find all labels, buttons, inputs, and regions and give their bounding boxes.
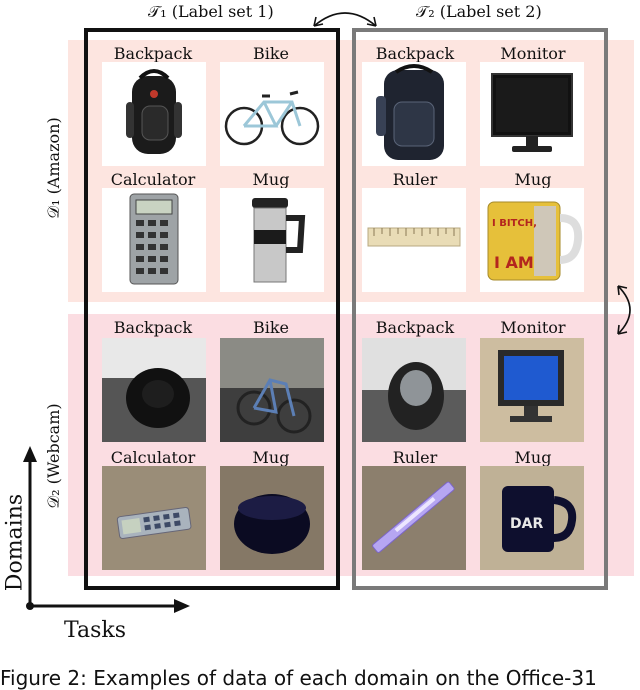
image-webcam-backpack-t2	[362, 338, 466, 442]
webcam-mug-logo: DAR	[510, 516, 543, 532]
label-amazon-calculator: Calculator	[110, 170, 196, 189]
image-amazon-backpack-t1	[102, 62, 206, 166]
image-webcam-ruler	[362, 466, 466, 570]
image-amazon-monitor	[480, 62, 584, 166]
image-amazon-bike	[220, 62, 324, 166]
task-2-box	[352, 28, 608, 590]
mug-print-line2: I AM	[494, 253, 534, 272]
label-webcam-mug-t1: Mug	[252, 448, 290, 467]
domain-1-label: 𝒟₁ (Amazon)	[44, 117, 63, 219]
label-webcam-ruler: Ruler	[392, 448, 438, 467]
task-swap-arrow	[313, 12, 377, 27]
label-amazon-backpack-t2: Backpack	[375, 44, 455, 63]
label-webcam-mug-t2: Mug	[514, 448, 552, 467]
x-axis-label: Tasks	[64, 618, 126, 643]
task-1-box	[84, 28, 340, 590]
label-amazon-backpack-t1: Backpack	[113, 44, 193, 63]
label-webcam-calculator: Calculator	[110, 448, 196, 467]
image-webcam-backpack-t1	[102, 338, 206, 442]
task-1-label: 𝒯₁ (Label set 1)	[148, 2, 274, 21]
label-webcam-backpack-t2: Backpack	[375, 318, 455, 337]
domain-swap-arrow	[617, 285, 631, 335]
image-amazon-travel-mug	[220, 188, 324, 292]
label-amazon-mug-t1: Mug	[252, 170, 290, 189]
label-webcam-monitor: Monitor	[500, 318, 566, 337]
image-webcam-bike	[220, 338, 324, 442]
image-webcam-mug-t2: DAR	[480, 466, 584, 570]
image-webcam-mug-t1	[220, 466, 324, 570]
mug-print-line1: I BITCH,	[492, 218, 537, 229]
label-amazon-bike: Bike	[252, 44, 290, 63]
figure-caption: Figure 2: Examples of data of each domai…	[0, 666, 597, 690]
image-amazon-mug-t2: I BITCH, I AM	[480, 188, 584, 292]
label-amazon-mug-t2: Mug	[514, 170, 552, 189]
label-amazon-ruler: Ruler	[392, 170, 438, 189]
axes	[23, 446, 190, 613]
label-amazon-monitor: Monitor	[500, 44, 566, 63]
image-amazon-calculator	[102, 188, 206, 292]
image-webcam-calculator	[102, 466, 206, 570]
label-webcam-bike: Bike	[252, 318, 290, 337]
image-webcam-monitor	[480, 338, 584, 442]
image-amazon-backpack-t2	[362, 62, 466, 166]
label-webcam-backpack-t1: Backpack	[113, 318, 193, 337]
task-2-label: 𝒯₂ (Label set 2)	[416, 2, 542, 21]
image-amazon-ruler	[362, 188, 466, 292]
y-axis-label: Domains	[2, 493, 28, 592]
